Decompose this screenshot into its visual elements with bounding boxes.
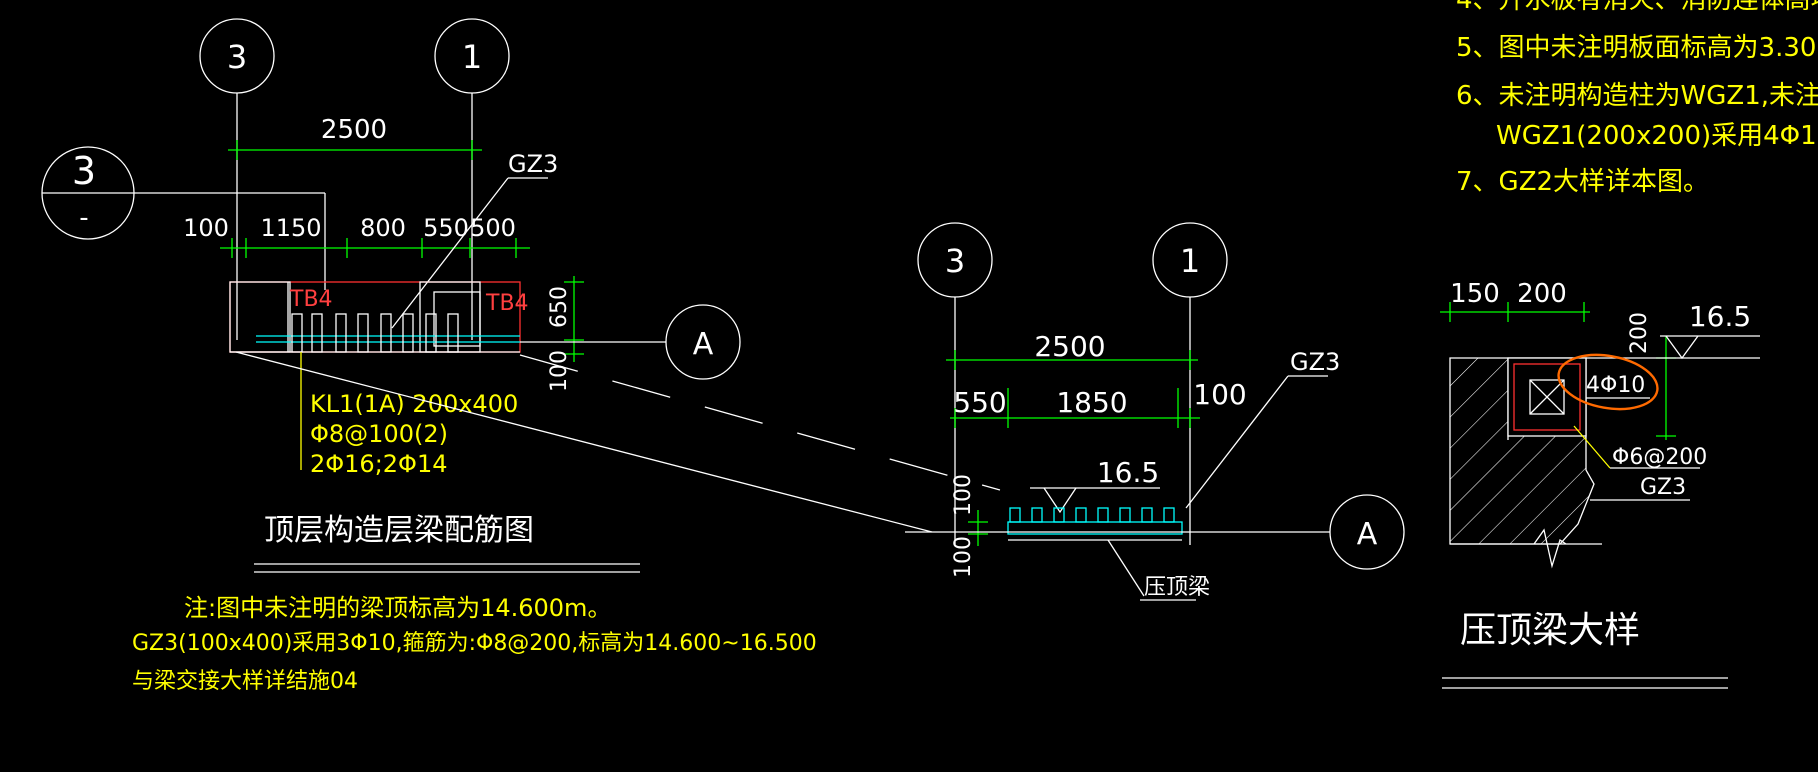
mid-axis-label-1: 1 — [1180, 242, 1200, 280]
tb4-left-label: TB4 — [289, 287, 333, 312]
note-line-6: 6、未注明构造柱为WGZ1,未注明间距为 — [1456, 81, 1818, 111]
detail-dim-200-vertical: 200 — [1627, 312, 1652, 354]
gz3-leader — [391, 177, 509, 329]
mid-dim-100-a: 100 — [951, 474, 976, 516]
stirrup-outline — [1513, 363, 1581, 431]
section-number: 3 — [72, 149, 96, 193]
note-line-4: 4、升水板有消火、消防连体高墙下允来 — [1456, 0, 1818, 15]
beam-longitudinal: 2Φ16;2Φ14 — [310, 450, 447, 478]
stirrup-leader — [1573, 425, 1611, 469]
detail-dim-200: 200 — [1517, 279, 1567, 309]
note-line-5: 5、图中未注明板面标高为3.300m。 — [1456, 33, 1818, 63]
axis-label-1: 1 — [462, 38, 482, 76]
gz3-label: GZ3 — [508, 150, 558, 178]
detail-main-rebar: 4Φ10 — [1586, 373, 1645, 398]
highlight-ellipse — [1557, 353, 1659, 411]
left-note-3: 与梁交接大样详结施04 — [132, 669, 358, 694]
axis-label-a: A — [693, 327, 714, 362]
axis-label-3: 3 — [227, 38, 247, 76]
dim-650: 650 — [547, 286, 572, 328]
stair-treads — [291, 313, 459, 353]
coping-beam-leader — [1107, 539, 1145, 597]
detail-title: 压顶梁大样 — [1460, 610, 1640, 651]
general-notes: 4、升水板有消火、消防连体高墙下允来 5、图中未注明板面标高为3.300m。 6… — [1456, 0, 1818, 197]
note-line-6b: WGZ1(200x200)采用4Φ12,箍 — [1496, 121, 1818, 151]
coping-beam-body — [1007, 521, 1183, 535]
mid-dim-2500: 2500 — [1034, 330, 1105, 363]
mid-level-16-5: 16.5 — [1097, 456, 1159, 489]
detail-dim-150: 150 — [1450, 279, 1500, 309]
dim-100: 100 — [183, 214, 229, 242]
tb4-right-label: TB4 — [485, 291, 529, 316]
dim-500: 500 — [470, 214, 516, 242]
dim-550: 550 — [423, 214, 469, 242]
mid-gz3-label: GZ3 — [1290, 348, 1340, 376]
mid-axis-bubble-a — [1329, 494, 1405, 570]
beam-stirrup: Φ8@100(2) — [310, 420, 448, 448]
detail-gz3: GZ3 — [1640, 475, 1686, 500]
left-note-2: GZ3(100x400)采用3Φ10,箍筋为:Φ8@200,标高为14.600~… — [132, 631, 817, 656]
dim-800: 800 — [360, 214, 406, 242]
middle-plan: 3 1 2500 550 1850 100 GZ3 16.5 — [905, 222, 1405, 601]
left-note-1: 注:图中未注明的梁顶标高为14.600m。 — [184, 594, 611, 622]
mid-dim-550: 550 — [953, 386, 1006, 419]
left-plan-title: 顶层构造层梁配筋图 — [264, 513, 534, 548]
note-line-7: 7、GZ2大样详本图。 — [1456, 167, 1709, 197]
coping-beam-label: 压顶梁 — [1144, 575, 1210, 600]
mid-gz3-leader — [1185, 375, 1289, 509]
axis-bubble-a — [665, 304, 741, 380]
mid-axis-label-a: A — [1357, 517, 1378, 552]
mid-dim-1850: 1850 — [1056, 386, 1127, 419]
section-projection-lines — [235, 351, 1001, 533]
detail-stirrup: Φ6@200 — [1612, 445, 1707, 470]
coping-beam-teeth — [1009, 507, 1175, 523]
mid-axis-label-3: 3 — [945, 242, 965, 280]
dim-100-vertical: 100 — [547, 350, 572, 392]
mid-dim-100: 100 — [1193, 378, 1246, 411]
left-plan: 3 1 3 - 2500 100 1150 800 550 500 GZ3 — [41, 18, 817, 694]
detail-level-16-5: 16.5 — [1689, 300, 1751, 333]
dim-2500: 2500 — [321, 115, 387, 145]
dim-1150: 1150 — [260, 214, 321, 242]
coping-beam-detail: 150 200 200 16.5 4Φ10 Φ6@200 GZ3 压 — [1440, 279, 1760, 689]
beam-mark: KL1(1A) 200x400 — [310, 390, 518, 418]
section-sub: - — [79, 203, 88, 233]
mid-dim-100-b: 100 — [951, 536, 976, 578]
